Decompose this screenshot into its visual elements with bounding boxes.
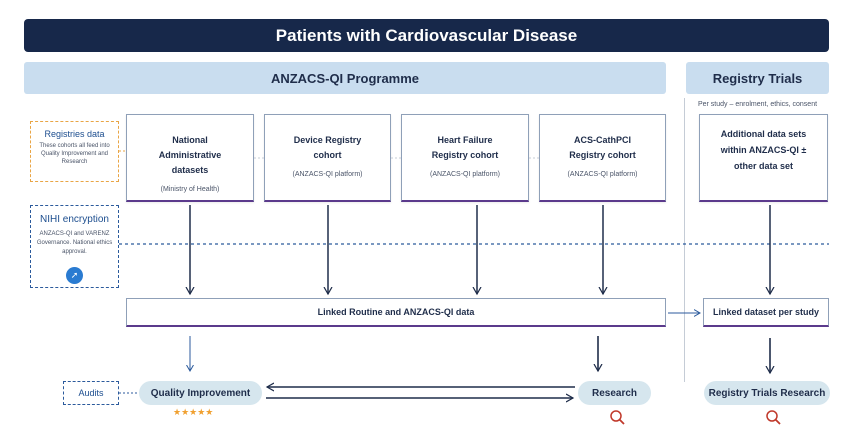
registry-trials-band: Registry Trials <box>686 62 829 94</box>
additional-data-sets: Additional data sets within ANZACS-QI ± … <box>699 114 828 202</box>
additional-title: Additional data sets within ANZACS-QI ± … <box>720 129 807 171</box>
cohort-national-administrative: National Administrative datasets (Minist… <box>126 114 254 202</box>
cohort-subtitle: (ANZACS-QI platform) <box>292 171 363 178</box>
cohort-subtitle: (ANZACS-QI platform) <box>567 171 638 178</box>
cohort-title: Heart Failure Registry cohort <box>431 135 499 160</box>
registries-text: These cohorts all feed into Quality Impr… <box>39 143 110 165</box>
audits-box: Audits <box>63 381 119 405</box>
arrow-up-right-icon[interactable]: ➚ <box>66 267 83 284</box>
linked-routine-data: Linked Routine and ANZACS-QI data <box>126 298 666 327</box>
anzacs-programme-band: ANZACS-QI Programme <box>24 62 666 94</box>
page-title: Patients with Cardiovascular Disease <box>24 19 829 52</box>
cohort-heart-failure-registry: Heart Failure Registry cohort (ANZACS-QI… <box>401 114 529 202</box>
research-pill: Research <box>578 381 651 405</box>
nihi-encryption-box: NIHI encryption ANZACS-QI and VARENZ Gov… <box>30 205 119 288</box>
registries-title: Registries data <box>44 129 105 139</box>
section-divider <box>684 98 685 382</box>
nihi-text: ANZACS-QI and VARENZ Governance. Nationa… <box>36 231 113 255</box>
registry-trials-research-pill: Registry Trials Research <box>704 381 830 405</box>
quality-improvement-pill: Quality Improvement <box>139 381 262 405</box>
rating-stars: ★★★★★ <box>173 407 214 417</box>
linked-dataset-per-study: Linked dataset per study <box>703 298 829 327</box>
cohort-title: ACS-CathPCI Registry cohort <box>569 135 636 160</box>
cohort-title: National Administrative datasets <box>158 135 222 175</box>
per-study-note: Per study – enrolment, ethics, consent <box>697 101 818 108</box>
cohort-title: Device Registry cohort <box>293 135 362 160</box>
cohort-device-registry: Device Registry cohort (ANZACS-QI platfo… <box>264 114 391 202</box>
magnifier-icon <box>610 410 625 425</box>
magnifier-icon <box>766 410 781 425</box>
cohort-subtitle: (Ministry of Health) <box>160 186 220 193</box>
cohort-acs-cathpci-registry: ACS-CathPCI Registry cohort (ANZACS-QI p… <box>539 114 666 202</box>
registries-data-box: Registries data These cohorts all feed i… <box>30 121 119 182</box>
cohort-subtitle: (ANZACS-QI platform) <box>429 171 500 178</box>
nihi-title: NIHI encryption <box>40 214 109 225</box>
